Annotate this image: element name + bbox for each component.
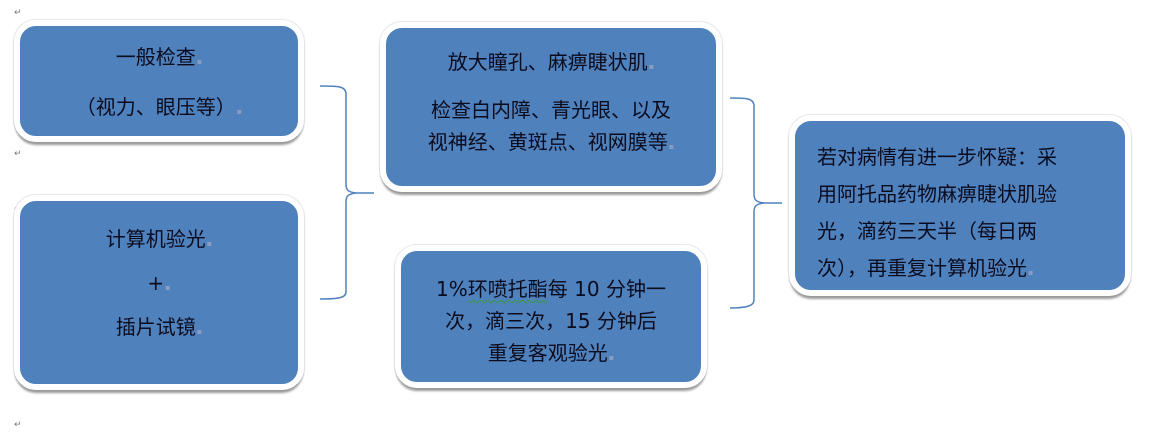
box-text-line: 用阿托品药物麻痹睫状肌验 <box>817 182 1057 206</box>
box-text-line: 检查白内障、青光眼、以及 <box>431 98 671 122</box>
box-text-line: 计算机验光▪ <box>105 227 213 251</box>
spellcheck-underlined-text: 环喷托酯 <box>467 277 548 301</box>
paragraph-mark-icon: ▪ <box>196 327 203 336</box>
paragraph-mark-icon: ▪ <box>1028 268 1034 277</box>
paragraph-mark: ↵ <box>14 8 22 18</box>
box-text-line: 光，滴药三天半（每日两 <box>817 219 1037 243</box>
computer-refraction-box[interactable]: 计算机验光▪ +▪ 插片试镜▪ <box>14 195 304 390</box>
dilate-pupil-box[interactable]: 放大瞳孔、麻痹睫状肌▪ 检查白内障、青光眼、以及 视神经、黄斑点、视网膜等▪ <box>380 22 722 192</box>
box-text-line: 插片试镜▪ <box>115 315 203 339</box>
atropine-followup-box[interactable]: 若对病情有进一步怀疑：采 用阿托品药物麻痹睫状肌验 光，滴药三天半（每日两 次）… <box>789 115 1131 296</box>
box-text-line: 重复客观验光▪ <box>487 341 615 365</box>
plus-sign: +▪ <box>147 271 171 295</box>
box-text-line: （视力、眼压等）▪ <box>75 95 243 119</box>
general-exam-box[interactable]: 一般检查▪ （视力、眼压等）▪ <box>14 20 304 142</box>
box-text-line: 若对病情有进一步怀疑：采 <box>817 145 1057 169</box>
box-text-line: 视神经、黄斑点、视网膜等▪ <box>427 130 675 154</box>
paragraph-mark: ↵ <box>14 149 22 159</box>
right-brace-connector-2 <box>729 97 782 309</box>
box-text-line: 放大瞳孔、麻痹睫状肌▪ <box>447 50 655 74</box>
box-text-line: 次，滴三次，15 分钟后 <box>445 309 657 333</box>
cyclopentolate-box[interactable]: 1%环喷托酯每 10 分钟一 次，滴三次，15 分钟后 重复客观验光▪ <box>395 245 707 388</box>
paragraph-mark-icon: ▪ <box>206 239 213 248</box>
box-text-line: 次），再重复计算机验光▪ <box>817 256 1034 280</box>
box-text-line: 1%环喷托酯每 10 分钟一 <box>436 277 666 301</box>
paragraph-mark-icon: ▪ <box>668 142 675 151</box>
right-brace-connector-1 <box>319 85 374 300</box>
paragraph-mark-icon: ▪ <box>236 107 243 116</box>
paragraph-mark-icon: ▪ <box>196 57 203 66</box>
paragraph-mark: ↵ <box>14 420 22 430</box>
paragraph-mark-icon: ▪ <box>165 283 171 292</box>
paragraph-mark-icon: ▪ <box>648 62 655 71</box>
box-text-line: 一般检查▪ <box>115 45 203 69</box>
paragraph-mark-icon: ▪ <box>608 353 615 362</box>
